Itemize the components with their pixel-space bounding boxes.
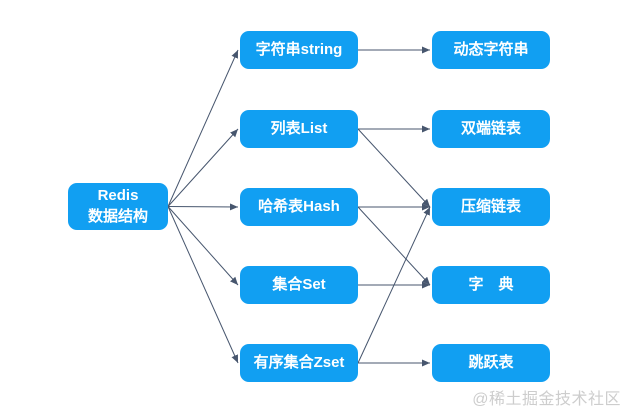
edge-list-to-ziplist bbox=[357, 128, 431, 208]
node-label: 列表List bbox=[270, 119, 328, 137]
node-redis-root: Redis 数据结构 bbox=[68, 183, 168, 230]
node-dict: 字 典 bbox=[432, 266, 550, 304]
node-set: 集合Set bbox=[240, 266, 358, 304]
node-string: 字符串string bbox=[240, 31, 358, 69]
edge-redis-to-zset bbox=[167, 206, 239, 364]
node-label: 字 典 bbox=[468, 275, 514, 293]
node-ziplist: 压缩链表 bbox=[432, 188, 550, 226]
node-label: 集合Set bbox=[272, 275, 326, 293]
node-label: 有序集合Zset bbox=[253, 353, 345, 371]
node-label: 字符串string bbox=[255, 40, 343, 58]
edge-redis-to-string bbox=[167, 49, 239, 207]
node-label: 跳跃表 bbox=[468, 353, 514, 371]
node-label: 哈希表Hash bbox=[258, 197, 340, 215]
node-skiplist: 跳跃表 bbox=[432, 344, 550, 382]
watermark: @稀土掘金技术社区 bbox=[472, 391, 621, 408]
node-list: 列表List bbox=[240, 110, 358, 148]
edge-redis-to-hash bbox=[167, 203, 239, 211]
node-label: 压缩链表 bbox=[460, 197, 521, 215]
edge-redis-to-list bbox=[167, 128, 239, 207]
node-zset: 有序集合Zset bbox=[240, 344, 358, 382]
node-label: 动态字符串 bbox=[453, 40, 529, 58]
node-dynamic-string: 动态字符串 bbox=[432, 31, 550, 69]
node-doubly-linked-list: 双端链表 bbox=[432, 110, 550, 148]
edge-hash-to-dict bbox=[357, 206, 431, 286]
node-label: 双端链表 bbox=[460, 119, 521, 137]
edge-zset-to-ziplist bbox=[357, 206, 431, 364]
edge-redis-to-set bbox=[167, 206, 239, 286]
node-hash: 哈希表Hash bbox=[240, 188, 358, 226]
node-label: Redis bbox=[97, 187, 139, 205]
node-label: 数据结构 bbox=[87, 207, 148, 225]
